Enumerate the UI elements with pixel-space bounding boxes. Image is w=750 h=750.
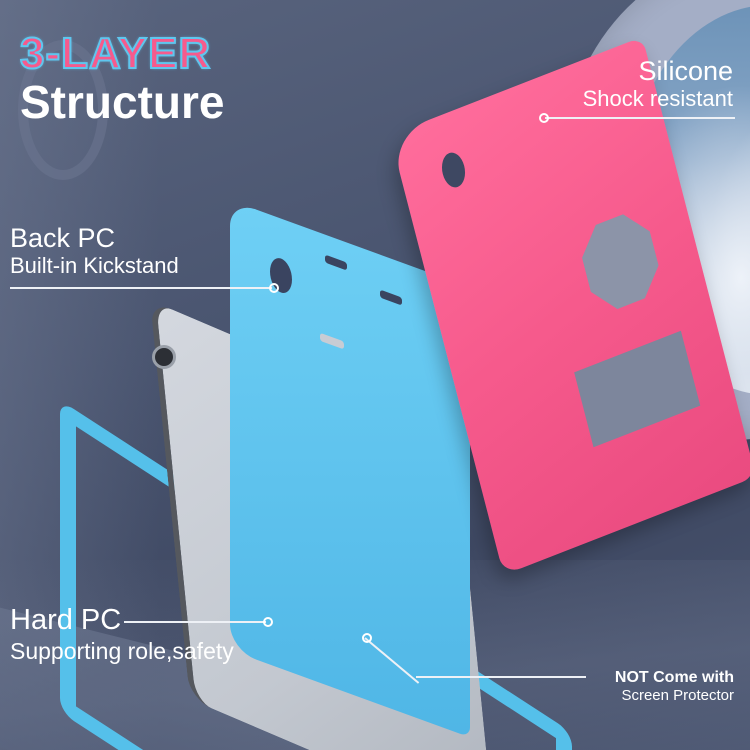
camera-cutout xyxy=(438,148,469,192)
title-block: 3-LAYER Structure xyxy=(19,29,225,128)
background-ring xyxy=(18,40,108,180)
callout-subtext: Supporting role,safety xyxy=(10,638,234,664)
callout-headline: Silicone xyxy=(638,56,733,86)
leader-line-hard-pc xyxy=(124,621,266,623)
title-main: Structure xyxy=(20,76,225,128)
callout-subtext: Built-in Kickstand xyxy=(10,253,179,278)
callout-subtext: Screen Protector xyxy=(621,687,734,704)
leader-line-back-pc xyxy=(10,287,272,289)
title-accent: 3-LAYER xyxy=(19,29,212,78)
leader-dot-hard-pc xyxy=(263,617,273,627)
leader-dot-silicone xyxy=(539,113,549,123)
vent-slot xyxy=(320,332,344,350)
callout-back-pc: Back PC Built-in Kickstand xyxy=(10,223,179,279)
leader-dot-screen xyxy=(362,633,372,643)
leader-line-screen xyxy=(416,676,586,678)
vent-slot xyxy=(325,254,347,271)
vent-slot xyxy=(380,289,402,306)
callout-subtext: Shock resistant xyxy=(582,86,733,111)
callout-headline: Back PC xyxy=(10,223,116,253)
kickstand-window xyxy=(574,330,701,448)
leader-dot-back-pc xyxy=(269,283,279,293)
tablet-camera-icon xyxy=(152,345,176,369)
center-octagon-cutout xyxy=(575,206,665,317)
callout-screen-protector: NOT Come with Screen Protector xyxy=(615,668,734,705)
leader-line-silicone xyxy=(545,117,735,119)
callout-hard-pc: Hard PC Supporting role,safety xyxy=(10,603,234,665)
callout-headline: Hard PC xyxy=(10,604,122,636)
callout-silicone: Silicone Shock resistant xyxy=(583,56,733,112)
callout-headline: NOT Come with xyxy=(614,669,734,686)
